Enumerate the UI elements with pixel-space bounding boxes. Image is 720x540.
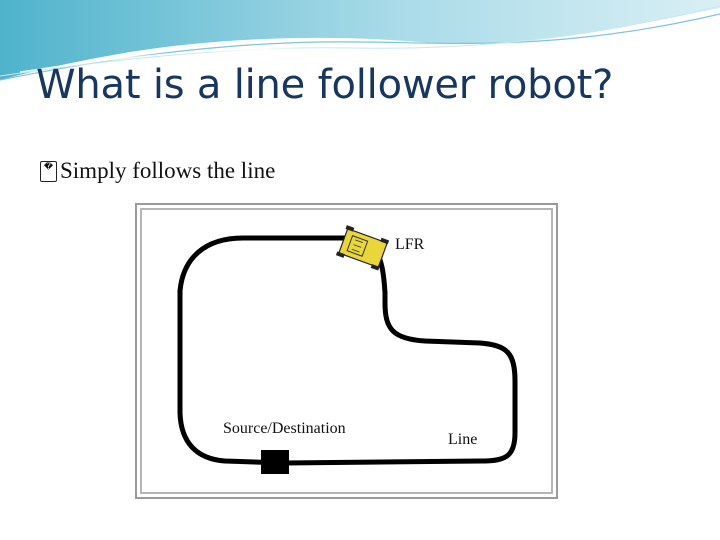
start-marker-icon bbox=[261, 450, 289, 474]
track-label: Line bbox=[448, 431, 477, 448]
slide-title: What is a line follower robot? bbox=[36, 62, 614, 108]
robot-label: LFR bbox=[395, 236, 425, 253]
robot-icon bbox=[335, 225, 390, 271]
header-wave-decoration bbox=[0, 0, 720, 81]
line-follower-diagram: LFR Source/Destination Line bbox=[135, 203, 558, 499]
bullet-text: Simply follows the line bbox=[60, 158, 276, 183]
bullet-item: � Simply follows the line bbox=[40, 158, 275, 184]
start-label: Source/Destination bbox=[223, 420, 346, 437]
track-line bbox=[177, 235, 518, 466]
bullet-marker: � bbox=[40, 160, 57, 182]
